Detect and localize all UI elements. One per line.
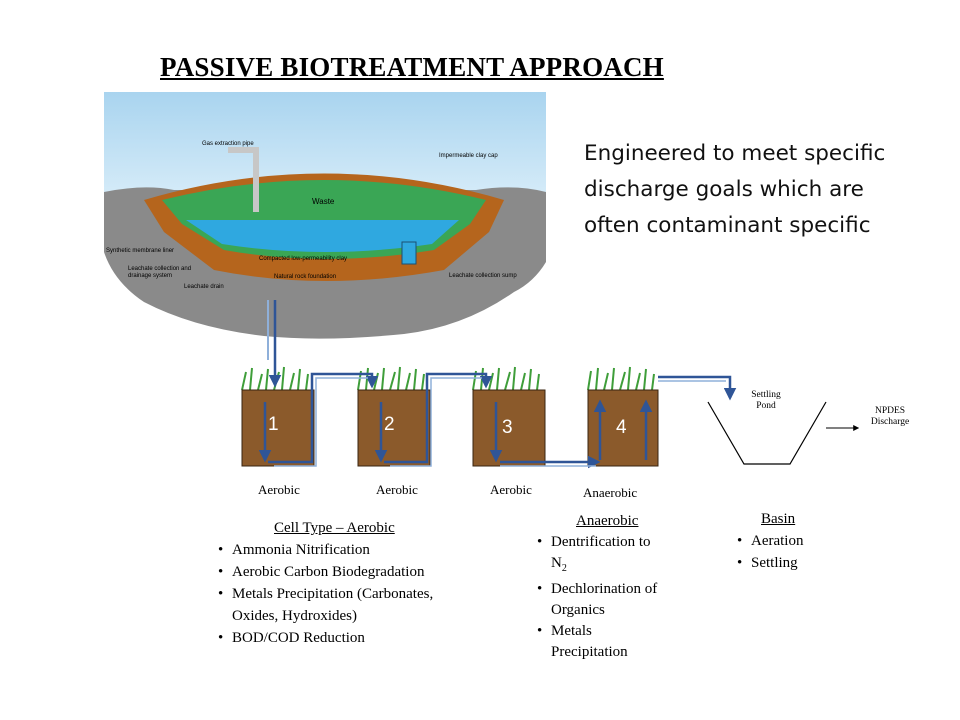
anaerobic-item-1-line-1: Dentrification to (551, 534, 651, 550)
collection-sump (401, 241, 417, 265)
pipe-cell-1-to-2 (268, 372, 379, 464)
discharge-label-line-2: Discharge (870, 417, 910, 427)
basin-info-list: Aeration Settling (737, 530, 857, 574)
anaerobic-info-block: Anaerobic Dentrification to N2 Dechlorin… (537, 513, 707, 663)
waste-label: Waste (312, 197, 335, 206)
intro-line-2: discharge goals which are (584, 177, 864, 202)
aerobic-item-3-line-1: Metals Precipitation (Carbonates, (232, 586, 434, 602)
anaerobic-item-1-line-2: N2 (551, 553, 707, 579)
sump-label: Leachate collection sump (449, 273, 517, 279)
discharge-label-line-1: NPDES (874, 406, 906, 416)
intro-text: Engineered to meet specific discharge go… (584, 136, 924, 244)
grass-cell-4 (587, 366, 655, 391)
cell-4-type-label: Anaerobic (583, 485, 638, 500)
drain-label: Leachate drain (184, 284, 224, 290)
liner-label: Synthetic membrane liner (106, 248, 174, 254)
basin-item-2: Settling (737, 552, 857, 574)
cell-2-type-label: Aerobic (376, 482, 418, 497)
anaerobic-item-3: Metals Precipitation (537, 621, 707, 663)
anaerobic-info-heading: Anaerobic (576, 513, 639, 529)
gas-extraction-pipe (228, 147, 259, 212)
aerobic-info-heading: Cell Type – Aerobic (274, 520, 395, 536)
pipe-cell-2-to-3-shadow (390, 377, 482, 467)
settling-pond-label: Settling Pond (740, 390, 792, 412)
cell-1-number: 1 (268, 414, 279, 435)
pipe-cell-2-to-3 (384, 372, 493, 464)
cell-3-number: 3 (502, 417, 513, 438)
foundation-label: Natural rock foundation (274, 274, 336, 280)
aerobic-info-block: Cell Type – Aerobic Ammonia Nitrificatio… (218, 520, 508, 649)
cell-2-number: 2 (384, 414, 395, 435)
collection-label-2: drainage system (128, 273, 172, 279)
anaerobic-info-list: Dentrification to N2 Dechlorination of O… (537, 532, 707, 663)
intro-line-1: Engineered to meet specific (584, 141, 886, 166)
aerobic-item-3-line-2: Oxides, Hydroxides) (232, 608, 357, 624)
clay-label: Compacted low-permeability clay (259, 256, 347, 262)
aerobic-item-3: Metals Precipitation (Carbonates, Oxides… (218, 583, 508, 627)
clay-cap-label: Impermeable clay cap (439, 153, 498, 159)
aerobic-info-list: Ammonia Nitrification Aerobic Carbon Bio… (218, 539, 508, 649)
discharge-label: NPDES Discharge (862, 406, 918, 428)
treatment-cell-1 (241, 389, 315, 467)
anaerobic-item-2: Dechlorination of Organics (537, 579, 707, 621)
intro-line-3: often contaminant specific (584, 213, 871, 238)
settling-pond-label-line-1: Settling (751, 390, 781, 400)
anaerobic-item-2-line-2: Organics (551, 602, 605, 618)
nitrogen-symbol: N (551, 555, 562, 571)
aerobic-item-2: Aerobic Carbon Biodegradation (218, 561, 508, 583)
basin-info-heading: Basin (761, 511, 796, 527)
aerobic-item-4: BOD/COD Reduction (218, 627, 508, 649)
treatment-cell-3 (472, 389, 546, 467)
nitrogen-subscript: 2 (561, 563, 567, 574)
pipe-cell-1-to-2-shadow (274, 377, 368, 467)
collection-label: Leachate collection and (128, 266, 191, 272)
basin-item-1: Aeration (737, 530, 857, 552)
settling-pond-basin (707, 401, 827, 465)
pipe-cell-4-to-pond (658, 375, 737, 401)
aerobic-item-1: Ammonia Nitrification (218, 539, 508, 561)
cell-4-number: 4 (616, 417, 627, 438)
basin-info-block: Basin Aeration Settling (737, 511, 857, 574)
anaerobic-item-3-line-2: Precipitation (551, 644, 628, 660)
treatment-cell-2 (357, 389, 431, 467)
settling-pond-label-line-2: Pond (756, 401, 776, 411)
anaerobic-item-3-line-1: Metals (551, 623, 592, 639)
page-title: PASSIVE BIOTREATMENT APPROACH (160, 52, 664, 82)
cell-3-type-label: Aerobic (490, 482, 532, 497)
leachate-layer (186, 220, 459, 252)
anaerobic-item-1: Dentrification to N2 (537, 532, 707, 579)
cell-1-type-label: Aerobic (258, 482, 300, 497)
gas-pipe-label: Gas extraction pipe (202, 141, 254, 147)
anaerobic-item-2-line-1: Dechlorination of (551, 581, 658, 597)
grass-cell-3 (472, 366, 540, 391)
landfill-illustration: Gas extraction pipe Impermeable clay cap… (104, 92, 546, 339)
